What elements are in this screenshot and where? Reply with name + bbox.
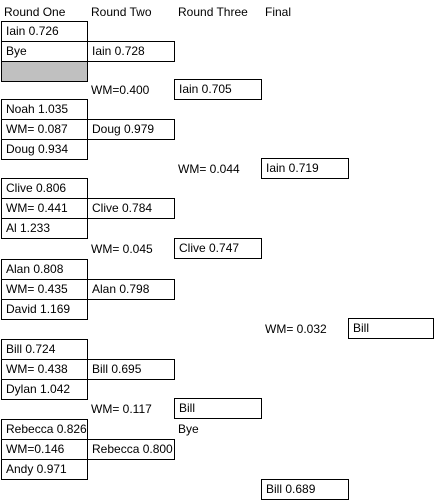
empty-shaded-cell [1, 61, 88, 82]
final-entry: Bill 0.689 [261, 479, 349, 500]
header-round-two: Round Two [91, 5, 152, 19]
round-one-entry: Clive 0.806 [1, 178, 88, 199]
final-entry: Iain 0.719 [261, 158, 349, 179]
round-one-entry: Dylan 1.042 [1, 379, 88, 400]
round-one-entry: Andy 0.971 [1, 459, 88, 480]
round-three-bye: Bye [178, 422, 199, 436]
round-two-wm: WM=0.400 [91, 83, 150, 97]
round-three-entry: Clive 0.747 [174, 238, 262, 259]
final-wm: WM= 0.032 [265, 322, 327, 336]
tournament-winner: Bill [348, 318, 434, 339]
round-one-entry: Alan 0.808 [1, 259, 88, 280]
round-one-entry: Bill 0.724 [1, 339, 88, 360]
round-two-wm: WM= 0.117 [91, 402, 152, 416]
round-two-entry: Bill 0.695 [87, 359, 175, 380]
header-final: Final [265, 5, 292, 19]
round-three-wm: WM= 0.044 [178, 162, 240, 176]
header-round-one: Round One [4, 5, 66, 19]
round-three-entry: Iain 0.705 [174, 79, 262, 100]
round-one-entry: Iain 0.726 [1, 21, 88, 42]
round-two-wm: WM= 0.045 [91, 242, 153, 256]
round-two-entry: Doug 0.979 [87, 119, 175, 140]
round-two-entry: Iain 0.728 [87, 41, 175, 62]
header-round-three: Round Three [178, 5, 248, 19]
round-one-entry: Al 1.233 [1, 218, 88, 239]
round-one-wm: WM= 0.087 [1, 119, 88, 140]
round-one-entry: Bye [1, 41, 88, 62]
round-two-entry: Clive 0.784 [87, 198, 175, 219]
round-one-wm: WM= 0.435 [1, 279, 88, 300]
round-three-entry: Bill [174, 398, 262, 419]
round-one-wm: WM=0.146 [1, 439, 88, 460]
round-two-entry: Rebecca 0.800 [87, 439, 175, 460]
round-two-entry: Alan 0.798 [87, 279, 175, 300]
round-one-wm: WM= 0.438 [1, 359, 88, 380]
round-one-entry: David 1.169 [1, 299, 88, 320]
round-one-entry: Rebecca 0.826 [1, 419, 88, 440]
round-one-wm: WM= 0.441 [1, 198, 88, 219]
round-one-entry: Doug 0.934 [1, 139, 88, 160]
round-one-entry: Noah 1.035 [1, 99, 88, 120]
